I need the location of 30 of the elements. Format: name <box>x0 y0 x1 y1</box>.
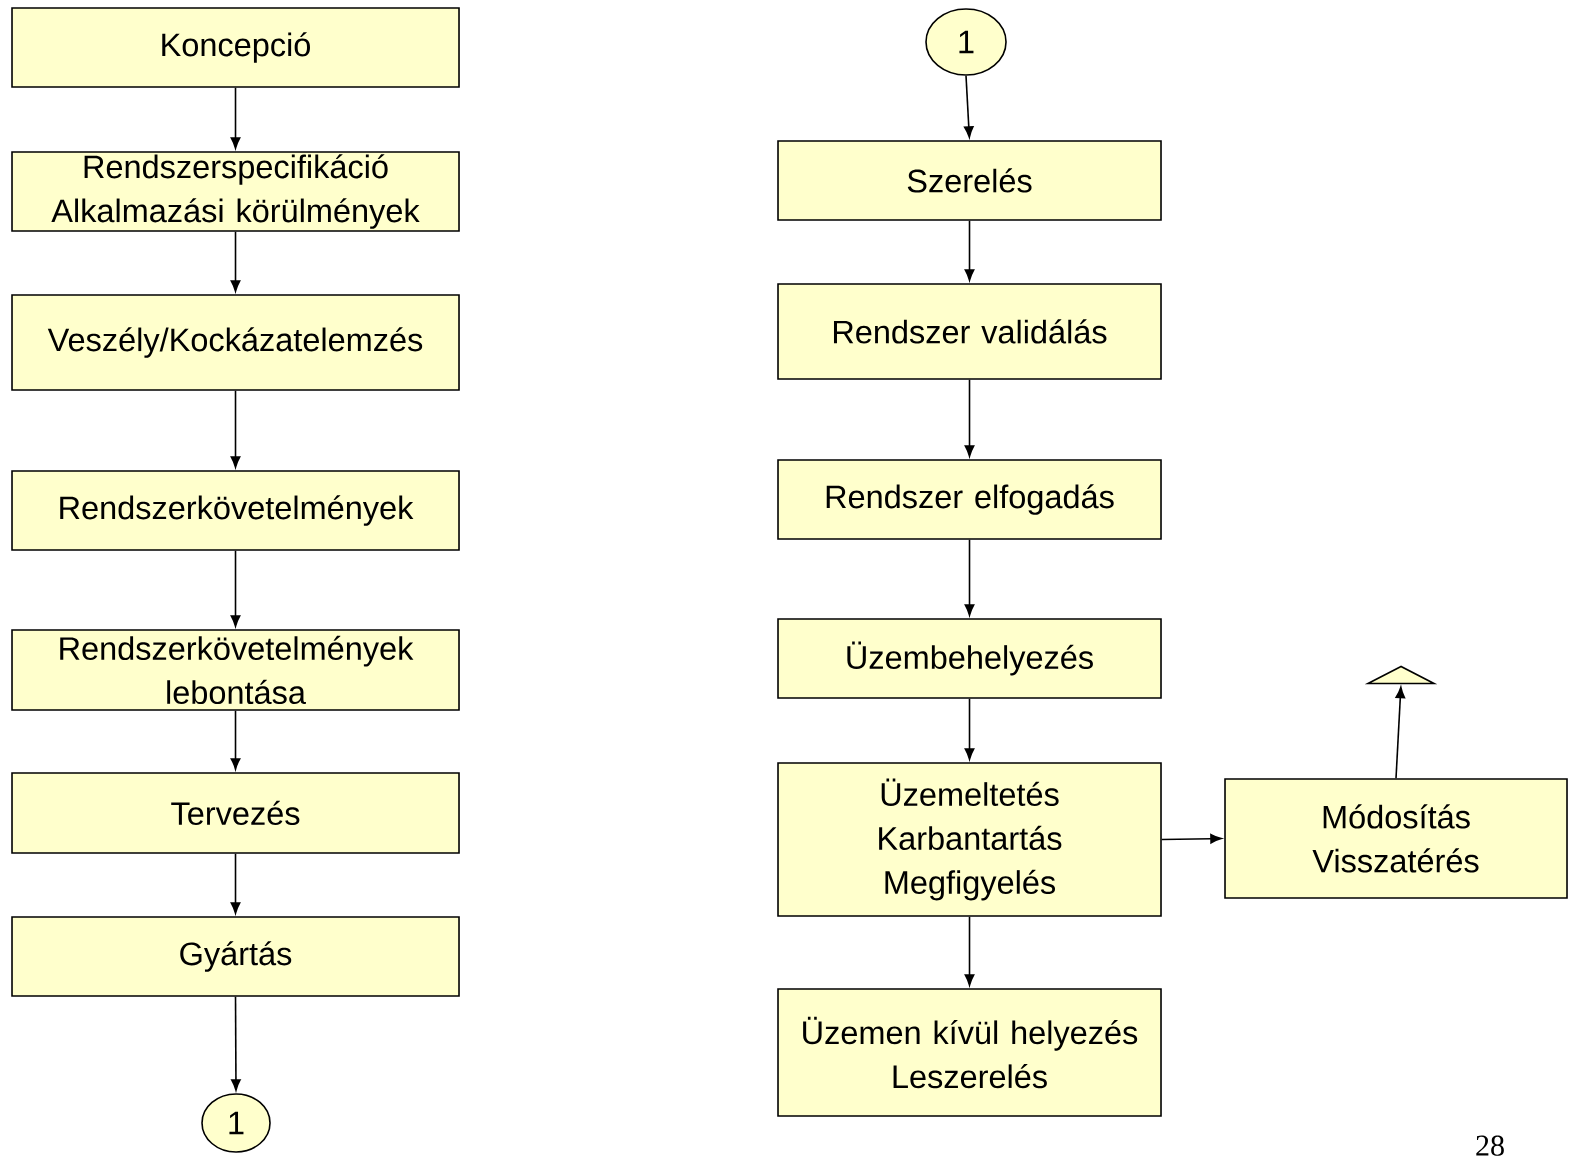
process-box: Rendszer validálás <box>777 283 1162 380</box>
arrow <box>964 539 975 616</box>
process-box: Rendszerkövetelmények <box>11 470 460 551</box>
process-box: Módosítás Visszatérés <box>1224 778 1568 899</box>
arrow <box>964 378 975 457</box>
process-box: Tervezés <box>11 772 460 854</box>
process-box: Szerelés <box>777 140 1162 221</box>
arrow <box>230 87 241 149</box>
arrow <box>1161 833 1222 844</box>
arrow <box>230 231 241 292</box>
arrow <box>964 916 975 986</box>
page-number: 28 <box>1476 1135 1504 1156</box>
arrow <box>230 853 241 914</box>
arrow <box>964 220 975 281</box>
arrow <box>230 389 241 468</box>
process-box: Üzemen kívül helyezés Leszerelés <box>777 988 1162 1117</box>
process-box: Üzembehelyezés <box>777 618 1162 699</box>
process-box: Rendszerkövetelmények lebontása <box>11 629 460 711</box>
process-box: Üzemeltetés Karbantartás Megfigyelés <box>777 762 1162 917</box>
arrow <box>964 698 975 760</box>
process-box: Rendszer elfogadás <box>777 459 1162 540</box>
arrow <box>963 75 974 138</box>
process-box: Gyártás <box>11 916 460 997</box>
arrow <box>1395 686 1406 779</box>
process-box: Rendszerspecifikáció Alkalmazási körülmények <box>11 151 460 232</box>
arrow <box>230 550 241 627</box>
arrow <box>230 710 241 770</box>
arrow <box>231 996 241 1091</box>
process-box: Veszély/Kockázatelemzés <box>11 294 460 391</box>
process-box: Koncepció <box>11 7 460 88</box>
